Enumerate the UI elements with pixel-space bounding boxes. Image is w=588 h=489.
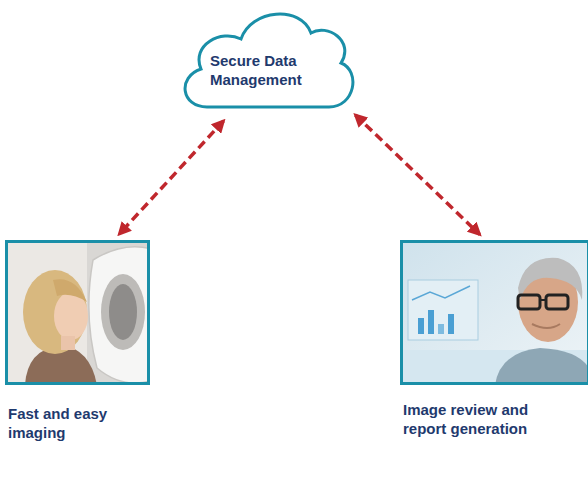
photo-box: Image review and report generation [400,240,588,385]
review-photo [400,240,588,385]
photo-box: Fast and easy imaging [5,240,150,385]
dashed-arrow [355,115,479,235]
dashed-arrow [119,121,223,234]
cloud-shape [185,14,353,107]
cloud-content: Secure Data Management [175,3,355,115]
photo-caption: Image review and report generation [403,400,548,438]
imaging-photo [5,240,150,385]
cloud-label: Secure Data Management [210,51,320,89]
photo-caption: Fast and easy imaging [8,404,147,442]
cloud-node: Secure Data Management [175,3,355,115]
